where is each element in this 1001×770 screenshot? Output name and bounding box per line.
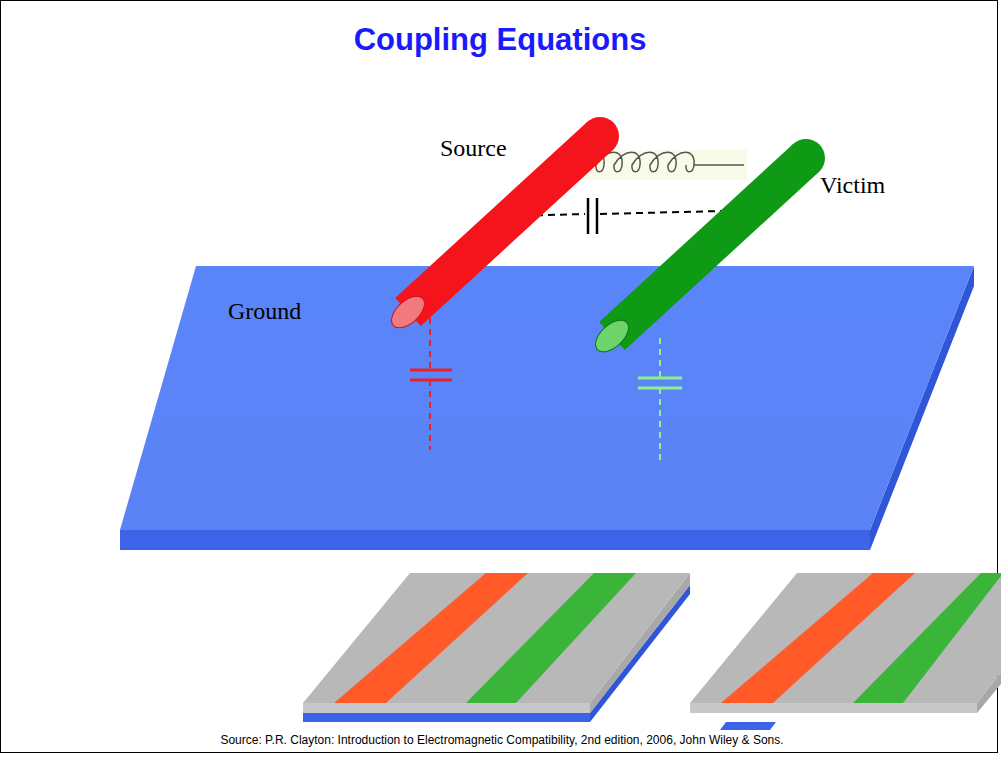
victim-conductor <box>590 139 825 358</box>
source-conductor <box>386 117 619 334</box>
microstrip-cross-section <box>303 573 690 722</box>
ground-capacitors <box>410 318 682 462</box>
coplanar-cross-section <box>690 573 1001 730</box>
conductor-label: Source <box>440 135 507 162</box>
source-caption: Source: P.R. Clayton: Introduction to El… <box>218 733 785 747</box>
slide-title: Coupling Equations <box>354 22 647 58</box>
conductor-label: Victim <box>820 172 885 199</box>
plane-label: Ground <box>228 298 301 325</box>
ground-plane <box>120 266 974 550</box>
